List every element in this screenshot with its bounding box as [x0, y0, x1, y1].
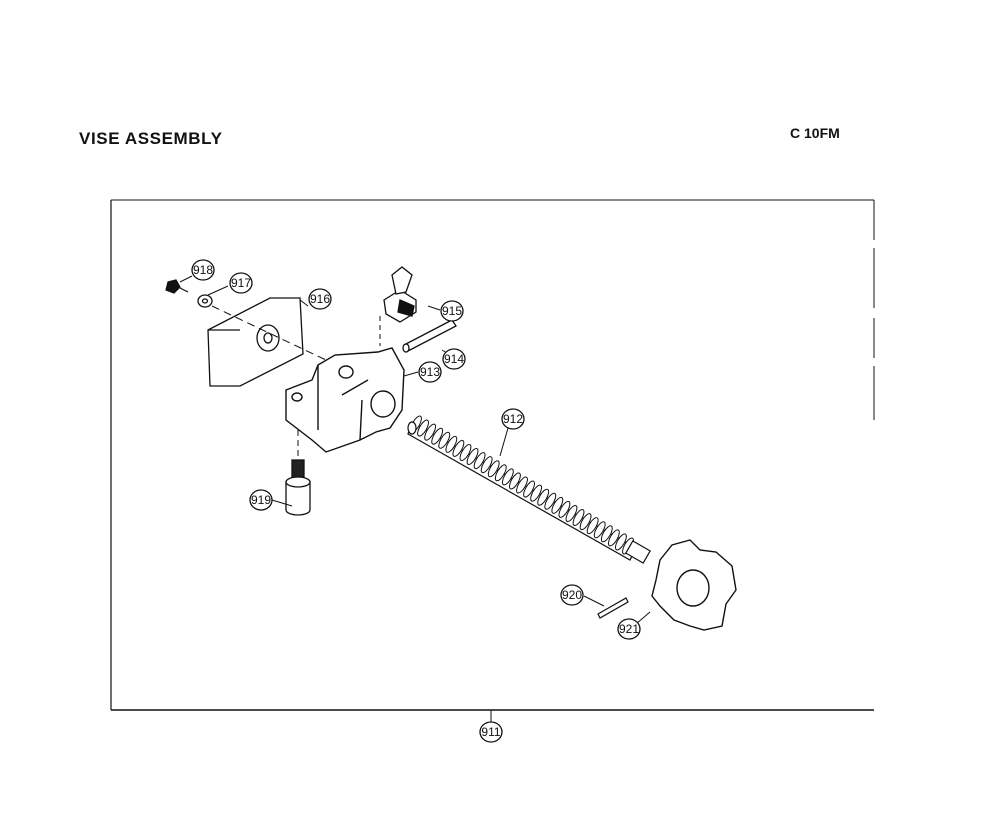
screw-thread — [544, 492, 557, 510]
callout-920: 920 — [560, 584, 584, 606]
model-number: C 10FM — [790, 125, 840, 141]
callout-917-label: 917 — [231, 276, 251, 290]
screw-thread — [607, 529, 620, 547]
screw-thread — [551, 496, 564, 514]
clamp-lever-915 — [383, 266, 417, 323]
screw-thread — [530, 484, 543, 502]
callout-917: 917 — [229, 272, 253, 294]
callout-912-label: 912 — [503, 412, 523, 426]
callout-914-label: 914 — [444, 352, 464, 366]
screw-thread — [445, 435, 458, 453]
star-knob-921 — [651, 539, 737, 631]
callout-915: 915 — [440, 300, 464, 322]
screw-thread — [480, 456, 493, 474]
callout-914: 914 — [442, 348, 466, 370]
screw-thread — [537, 488, 550, 506]
lead-screw-912 — [407, 415, 651, 564]
plate-916 — [207, 297, 304, 387]
screw-thread — [523, 480, 535, 498]
callout-921-label: 921 — [619, 622, 639, 636]
diagram-frame — [110, 199, 875, 722]
screw-thread — [586, 517, 599, 535]
screw-thread — [593, 521, 606, 539]
screw-thread — [615, 533, 627, 551]
bolt-918 — [165, 279, 189, 294]
screw-thread — [424, 423, 437, 441]
callout-913: 913 — [418, 361, 442, 383]
callout-919: 919 — [249, 489, 273, 511]
callouts: 918 917 916 915 914 913 912 919 — [191, 259, 641, 743]
callout-911-label: 911 — [481, 725, 500, 739]
washer-917 — [197, 294, 213, 308]
callout-911: 911 — [479, 721, 503, 743]
screw-thread — [438, 431, 451, 449]
screw-thread — [417, 419, 429, 437]
callout-918-label: 918 — [193, 263, 213, 277]
callout-916: 916 — [308, 288, 332, 310]
callout-920-label: 920 — [562, 588, 582, 602]
screw-thread — [494, 464, 507, 482]
callout-918: 918 — [191, 259, 215, 281]
screw-thread — [431, 427, 444, 445]
screw-thread — [516, 476, 528, 494]
screw-thread — [452, 439, 465, 457]
screw-thread — [572, 509, 585, 527]
screw-thread — [501, 468, 514, 486]
post-919 — [285, 459, 311, 516]
screw-thread — [509, 472, 521, 490]
callout-919-label: 919 — [251, 493, 271, 507]
screw-thread — [565, 504, 578, 522]
screw-thread — [466, 448, 479, 466]
screw-thread — [579, 513, 592, 531]
callout-921: 921 — [617, 618, 641, 640]
screw-thread — [473, 452, 486, 470]
screw-thread — [600, 525, 613, 543]
vise-body-913 — [285, 347, 405, 453]
callout-916-label: 916 — [310, 292, 330, 306]
pin-920 — [597, 597, 629, 619]
page-title: VISE ASSEMBLY — [79, 129, 223, 148]
leader-lines — [179, 275, 651, 625]
screw-thread — [558, 500, 571, 518]
screw-thread — [487, 460, 500, 478]
pin-914 — [402, 319, 457, 353]
screw-thread — [459, 443, 472, 461]
callout-913-label: 913 — [420, 365, 440, 379]
callout-912: 912 — [501, 408, 525, 430]
callout-915-label: 915 — [442, 304, 462, 318]
